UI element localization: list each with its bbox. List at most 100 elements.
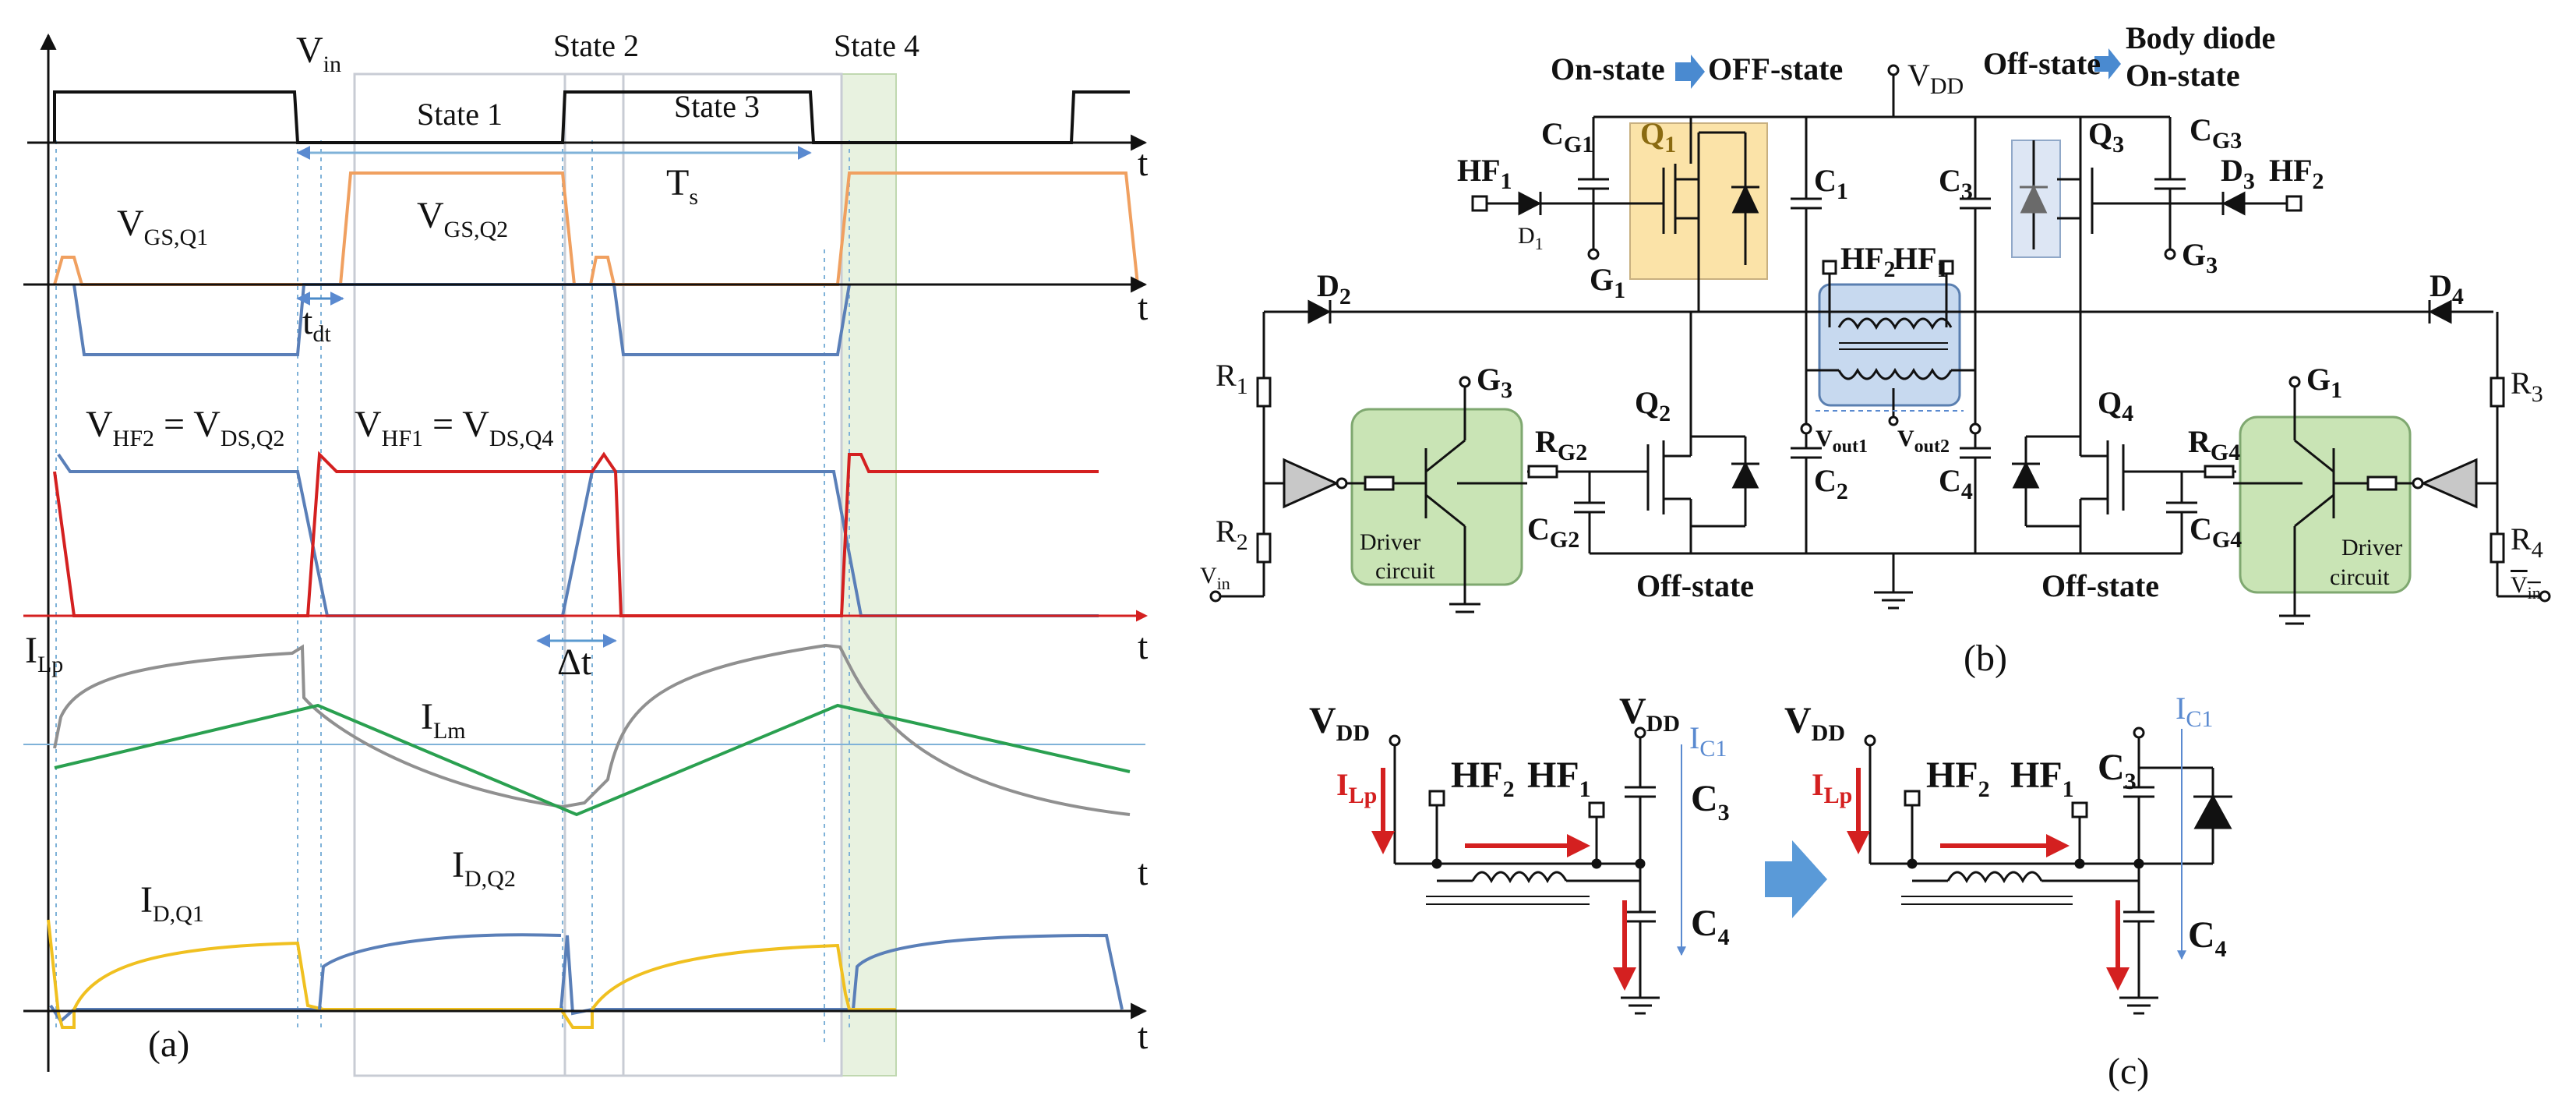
- t-label-1: t: [1138, 143, 1149, 184]
- t-label-5: t: [1138, 1016, 1149, 1057]
- vgs-q1-label: VGS,Q1: [117, 203, 208, 250]
- c-left-vdd-terminal: [1389, 734, 1401, 747]
- d1-diode: [1518, 191, 1542, 216]
- q1-label: Q1: [1640, 116, 1676, 157]
- vgs-q2-label: VGS,Q2: [417, 195, 508, 242]
- secondary-winding: [1837, 367, 1953, 380]
- r1-resistor: [1256, 376, 1272, 408]
- vin-bar-label: Vin: [2511, 572, 2541, 603]
- c-right-c4-label: C4: [2188, 914, 2227, 962]
- state1-label: State 1: [417, 97, 503, 132]
- vhf2-label: VHF2 = VDS,Q2: [86, 404, 284, 451]
- hf2-top-label: HF2: [1840, 241, 1896, 282]
- hf1-top-label: HF1: [1893, 241, 1949, 282]
- state2-box: [563, 72, 625, 1077]
- c-right-hf1-terminal: [2071, 801, 2088, 818]
- c-left-vdd2-terminal: [1634, 726, 1646, 739]
- cg2-label: CG2: [1527, 511, 1579, 553]
- cg3-label: CG3: [2190, 112, 2242, 154]
- ilm-label: ILm: [421, 696, 466, 744]
- state3-box: [622, 72, 843, 1077]
- d2-label: D2: [1317, 268, 1351, 309]
- rg2-resistor: [1527, 465, 1558, 479]
- c-right-c3-label: C3: [2098, 747, 2137, 794]
- vin-waveform: [53, 90, 1130, 144]
- c-left-c3-label: C3: [1691, 778, 1730, 825]
- buffer-bubble-right: [2412, 477, 2424, 490]
- panel-c-current-arrows: [1371, 729, 2186, 991]
- c-right-node-b: [2074, 858, 2085, 869]
- rg4-label: RG4: [2188, 424, 2240, 465]
- state2-label: State 2: [553, 28, 639, 63]
- g1-terminal: [1587, 248, 1600, 260]
- schmitt-buffer-left: [1283, 458, 1339, 509]
- t-label-2: t: [1138, 287, 1149, 328]
- tdt-label: tdt: [302, 301, 331, 347]
- c-right-ic1-label: IC1: [2175, 691, 2213, 732]
- id-q1-waveform: [47, 919, 896, 1029]
- vout1-terminal: [1800, 422, 1812, 435]
- bjt-upper-collector-r: [2294, 439, 2334, 473]
- c-left-hf1-terminal: [1588, 801, 1605, 818]
- primary-winding: [1837, 317, 1953, 331]
- vout2-label: Vout2: [1897, 426, 1950, 457]
- r3-label: R3: [2511, 366, 2543, 407]
- off-state-label-2: Off-state: [1983, 46, 2101, 81]
- center-tap-terminal: [1888, 415, 1899, 426]
- vgs-q1-waveform: [72, 283, 851, 356]
- g3-driver-terminal: [1459, 376, 1471, 388]
- ilp-waveform: [53, 643, 1131, 816]
- g1-driver-terminal: [2288, 376, 2301, 388]
- vhf1-label: VHF1 = VDS,Q4: [355, 404, 553, 451]
- c-left-vdd-label: VDD: [1309, 700, 1370, 746]
- state4-shading: [841, 73, 897, 1076]
- r2-resistor: [1256, 532, 1272, 564]
- g1-driver-label: G1: [2306, 362, 2342, 403]
- vout2-terminal: [1969, 422, 1981, 435]
- hf1-left-label: HF1: [1457, 153, 1512, 194]
- off-state-right: Off-state: [2041, 568, 2159, 603]
- state3-label: State 3: [674, 89, 760, 124]
- q2-body-diode: [1731, 461, 1759, 489]
- panel-c-labels: VDD ILp HF2 HF1 VDD IC1 C3 C4 VDD ILp HF…: [1309, 691, 2227, 1092]
- panel-b-caption: (b): [1964, 638, 2007, 679]
- c-right-vdd-label: VDD: [1784, 700, 1845, 746]
- vin-label: Vin: [296, 30, 341, 77]
- c4-label: C4: [1939, 463, 1973, 504]
- rg2-label: RG2: [1535, 424, 1587, 465]
- off-on-arrow: [2094, 48, 2121, 80]
- r3-resistor: [2490, 376, 2505, 408]
- r2-label: R2: [1216, 514, 1248, 555]
- c2-label: C2: [1814, 463, 1848, 504]
- ilp-label: ILp: [25, 630, 63, 677]
- ts-label: Ts: [666, 162, 698, 210]
- id-q2-rise: [318, 933, 562, 1010]
- left-driver-label-1: Driver: [1360, 529, 1420, 555]
- c-right-hf1-label: HF1: [2010, 755, 2074, 802]
- q2-label: Q2: [1635, 385, 1671, 426]
- bjt-lower-collector-r: [2294, 493, 2334, 528]
- g1-label: G1: [1590, 262, 1625, 303]
- schmitt-buffer-right: [2420, 458, 2478, 509]
- c-left-node-a: [1431, 858, 1442, 869]
- base-resistor-right: [2366, 475, 2398, 491]
- left-driver-box: [1350, 408, 1523, 586]
- on-off-arrow: [1675, 55, 1705, 89]
- c-right-ilp-label: ILp: [1812, 767, 1852, 808]
- c-left-hf2-terminal: [1428, 790, 1445, 807]
- left-driver-label-2: circuit: [1375, 558, 1435, 584]
- c-left-vdd2-label: VDD: [1619, 691, 1680, 737]
- r1-label: R1: [1216, 358, 1248, 399]
- vdd-label: VDD: [1907, 58, 1964, 99]
- off-state-left: Off-state: [1636, 568, 1754, 603]
- vin-left-label: Vin: [1200, 563, 1230, 593]
- hf2-terminal-top: [1822, 260, 1837, 275]
- d1-label: D1: [1518, 223, 1544, 253]
- bjt-lower-collector: [1425, 493, 1466, 528]
- d2-diode: [1307, 299, 1332, 324]
- id-q1-label: ID,Q1: [140, 879, 204, 927]
- g3-label: G3: [2182, 237, 2218, 278]
- panel-b-labels: On-state OFF-state Off-state Body diode …: [1200, 20, 2543, 679]
- state4-label: State 4: [834, 28, 919, 63]
